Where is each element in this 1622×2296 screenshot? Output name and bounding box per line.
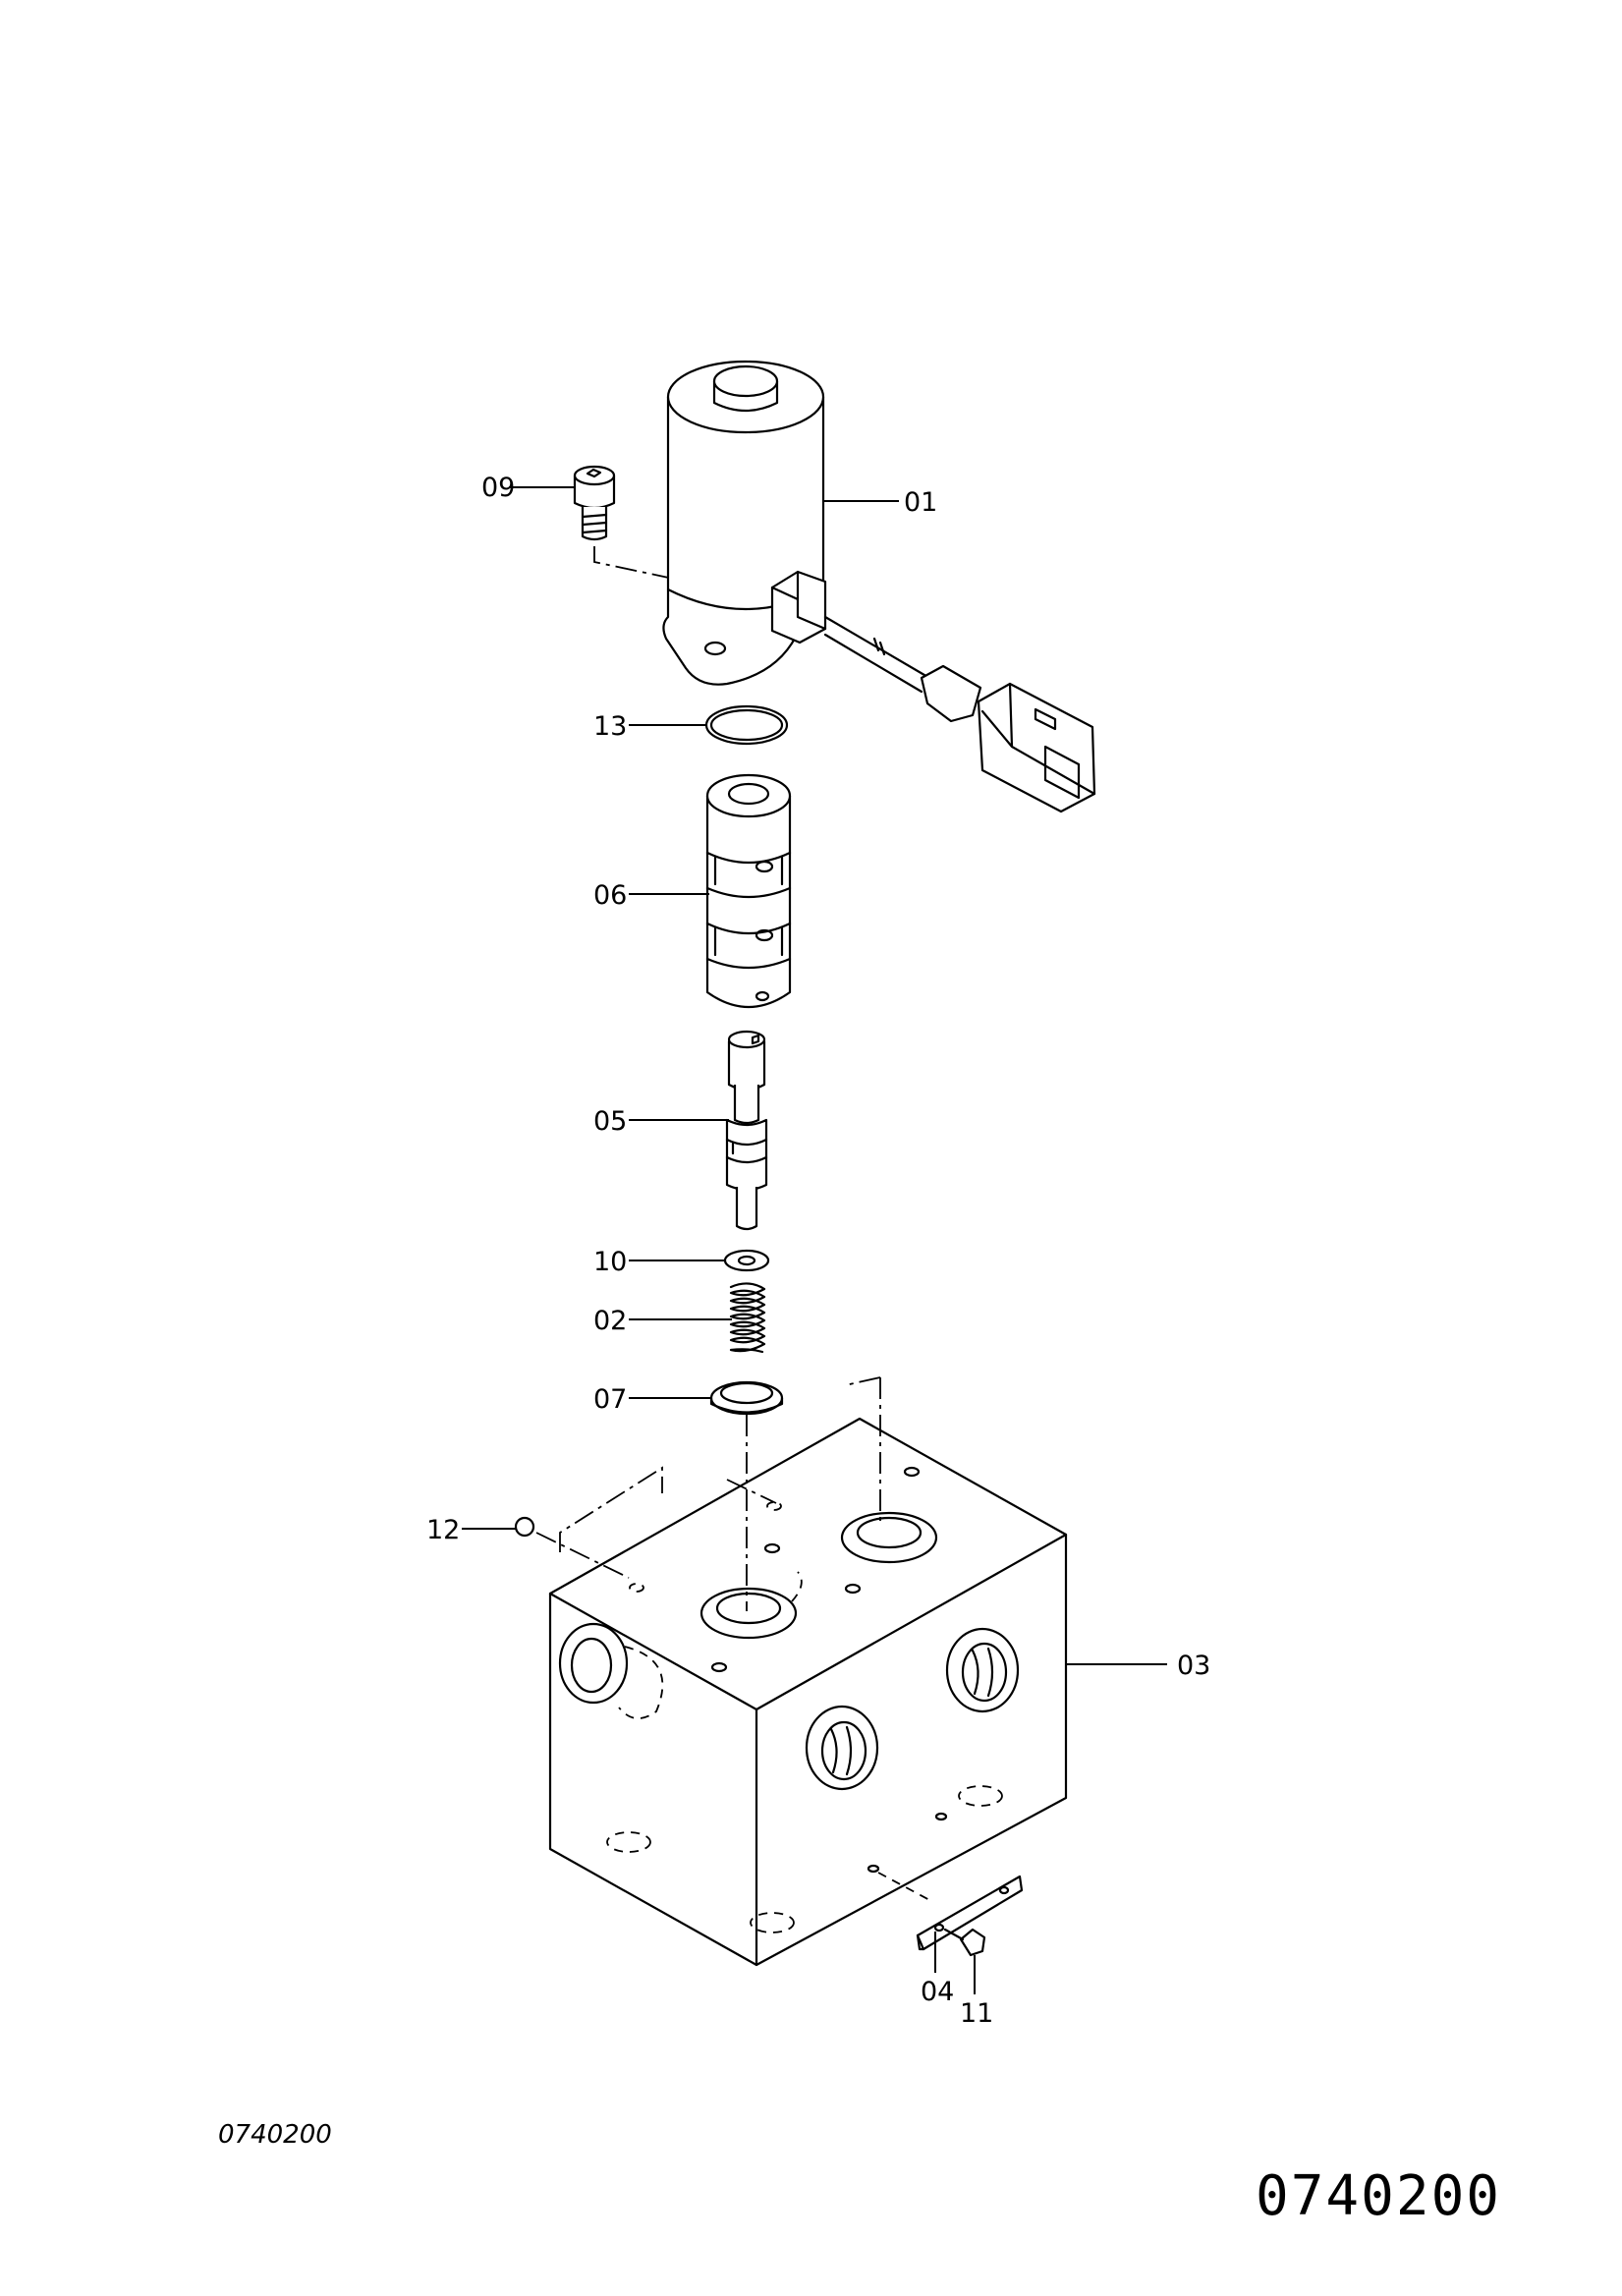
drawing-number-small: 0740200 [218, 2120, 332, 2150]
part-01-solenoid[interactable] [662, 360, 827, 686]
callout-04: 04 [921, 1977, 954, 2007]
hidden-line-04 [877, 1872, 934, 1903]
leader-lines [462, 486, 1167, 1994]
part-11-screw[interactable] [943, 1928, 986, 1957]
callout-09: 09 [481, 473, 515, 503]
callout-10: 10 [593, 1247, 627, 1277]
part-06-sleeve[interactable] [705, 773, 792, 1009]
callout-07: 07 [593, 1384, 627, 1415]
solenoid-connector[interactable] [823, 615, 1096, 813]
callout-01: 01 [904, 487, 937, 518]
callout-labels: 09 01 13 06 05 10 02 07 12 03 04 11 [426, 473, 1210, 2029]
part-13-o-ring[interactable] [704, 704, 789, 746]
part-07-plug[interactable] [709, 1380, 784, 1416]
callout-13: 13 [593, 711, 627, 742]
part-04-plate[interactable] [916, 1875, 1024, 1951]
part-03-valve-block[interactable] [548, 1417, 1068, 1967]
callout-02: 02 [593, 1306, 627, 1336]
assembly-centerlines [535, 1376, 881, 1611]
part-05-spool[interactable] [725, 1030, 768, 1231]
part-10-washer[interactable] [723, 1249, 770, 1272]
callout-05: 05 [593, 1106, 627, 1137]
part-12-ball[interactable] [514, 1516, 535, 1538]
part-02-spring[interactable] [729, 1282, 766, 1354]
callout-11: 11 [960, 1998, 993, 2029]
callout-03: 03 [1177, 1651, 1210, 1681]
callout-06: 06 [593, 880, 627, 911]
part-09-bolt[interactable] [573, 465, 616, 541]
callout-12: 12 [426, 1515, 460, 1545]
drawing-number-large: 0740200 [1256, 2164, 1502, 2228]
